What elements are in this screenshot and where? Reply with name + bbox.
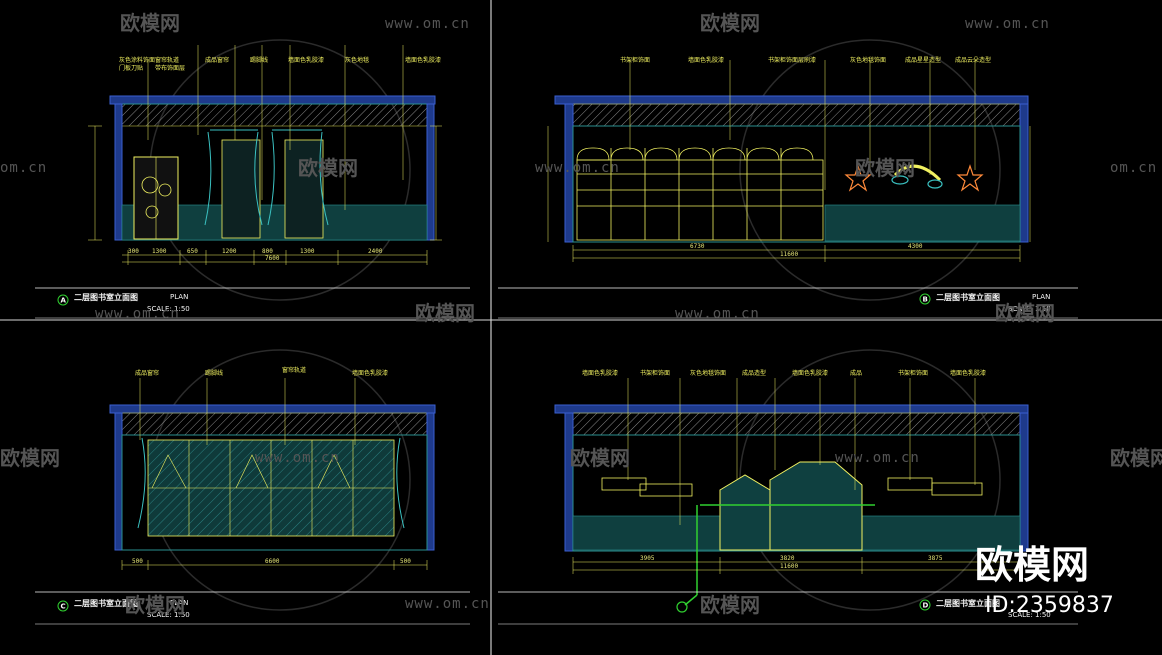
svg-text:踢脚线: 踢脚线 — [205, 369, 223, 377]
svg-text:灰色地毯饰面: 灰色地毯饰面 — [690, 369, 726, 377]
watermark-brand-8: 欧模网 — [570, 446, 630, 470]
watermark-brand-7: 欧模网 — [0, 446, 60, 470]
svg-text:书架柜饰面: 书架柜饰面 — [620, 56, 650, 64]
svg-text:窗帘轨道: 窗帘轨道 — [282, 366, 306, 374]
svg-text:书架柜饰面: 书架柜饰面 — [640, 369, 670, 377]
panel-a-dim-6: 1300 — [300, 248, 315, 255]
svg-text:成品: 成品 — [850, 369, 862, 377]
panel-d-dim-2: 3820 — [780, 555, 795, 562]
bookshelf-unit — [576, 147, 824, 241]
panel-d-dim-3: 3875 — [928, 555, 943, 562]
watermark-brand-6: 欧模网 — [995, 301, 1055, 325]
panel-a-dim-2: 1300 — [152, 248, 167, 255]
watermark-url-9: www.om.cn — [835, 450, 920, 466]
panel-b-total: 11600 — [780, 251, 798, 258]
panel-a-plan: PLAN — [170, 293, 188, 301]
svg-text:墙面色乳胶漆: 墙面色乳胶漆 — [792, 369, 828, 377]
panel-d-scale: SCALE: 1:50 — [1008, 611, 1051, 619]
svg-text:窗帘轨道: 窗帘轨道 — [155, 56, 179, 64]
svg-text:踢脚线: 踢脚线 — [250, 56, 268, 64]
watermark-brand-3: 欧模网 — [298, 156, 358, 180]
svg-text:带布饰面层: 带布饰面层 — [155, 64, 185, 72]
svg-text:墙面色乳胶漆: 墙面色乳胶漆 — [352, 369, 388, 377]
panel-a-dim-1: 300 — [128, 248, 139, 255]
panel-b-dim-1: 6730 — [690, 243, 705, 250]
watermark-url-7: www.om.cn — [675, 306, 760, 322]
watermark-url-8: www.om.cn — [255, 450, 340, 466]
panel-b-plan: PLAN — [1032, 293, 1050, 301]
panel-c-title: 二层图书室立面图 — [74, 598, 138, 608]
panel-a-dim-4: 1200 — [222, 248, 237, 255]
svg-text:门板刀贴: 门板刀贴 — [119, 64, 143, 72]
svg-text:成品窗帘: 成品窗帘 — [205, 56, 229, 64]
panel-b-letter: B — [923, 296, 928, 304]
watermark-brand-2: 欧模网 — [700, 11, 760, 35]
panel-d-letter: D — [923, 602, 929, 610]
watermark-brand-9: 欧模网 — [1110, 446, 1162, 470]
panel-a-elevation: 灰色涂料饰面门板刀贴 窗帘轨道带布饰面层 成品窗帘踢脚线 墙面色乳胶漆灰色地毯 … — [35, 45, 470, 319]
panel-a-dim-3: 650 — [187, 248, 198, 255]
panel-a-letter: A — [61, 297, 67, 305]
panel-d-total: 11600 — [780, 563, 798, 570]
watermark-url-10: www.om.cn — [405, 596, 490, 612]
panel-c-plan: PLAN — [170, 599, 188, 607]
panel-a-scale: SCALE: 1:50 — [147, 305, 190, 313]
svg-text:墙面色乳胶漆: 墙面色乳胶漆 — [405, 56, 441, 64]
watermark-url-2: www.om.cn — [965, 16, 1050, 32]
svg-text:成品造型: 成品造型 — [742, 369, 766, 377]
panel-a-dim-5: 800 — [262, 248, 273, 255]
svg-text:墙面色乳胶漆: 墙面色乳胶漆 — [688, 56, 724, 64]
svg-text:书架柜饰面: 书架柜饰面 — [898, 369, 928, 377]
watermark-url-5: om.cn — [1110, 160, 1157, 176]
watermark-brand-5: 欧模网 — [415, 301, 475, 325]
svg-text:书架柜饰面层刷漆: 书架柜饰面层刷漆 — [768, 56, 816, 64]
panel-b-dim-2: 4300 — [908, 243, 923, 250]
panel-c-dim-2: 6600 — [265, 558, 280, 565]
panel-d-title: 二层图书室立面图 — [936, 598, 1000, 608]
watermark-url-6: www.om.cn — [95, 306, 180, 322]
panel-b-title: 二层图书室立面图 — [936, 292, 1000, 302]
brand-overlay-name: 欧模网 — [975, 543, 1089, 587]
watermark-url-3: om.cn — [0, 160, 47, 176]
svg-text:成品窗帘: 成品窗帘 — [135, 369, 159, 377]
panel-b-scale: SCALE: 1:50 — [1008, 305, 1051, 313]
svg-text:成品星星造型: 成品星星造型 — [905, 56, 941, 64]
svg-text:成品云朵造型: 成品云朵造型 — [955, 56, 991, 64]
watermark-brand-11: 欧模网 — [700, 593, 760, 617]
panel-c-letter: C — [61, 603, 66, 611]
panel-c-dim-1: 500 — [132, 558, 143, 565]
watermarks: 欧模网 www.om.cn 欧模网 www.om.cn om.cn 欧模网 ww… — [0, 11, 1162, 617]
panel-a-total: 7600 — [265, 255, 280, 262]
watermark-brand-10: 欧模网 — [125, 593, 185, 617]
svg-text:墙面色乳胶漆: 墙面色乳胶漆 — [582, 369, 618, 377]
panel-c-scale: SCALE: 1:50 — [147, 611, 190, 619]
panel-b-elevation: 书架柜饰面墙面色乳胶漆 书架柜饰面层刷漆灰色地毯饰面 成品星星造型成品云朵造型 … — [498, 56, 1078, 319]
panel-c-dim-3: 500 — [400, 558, 411, 565]
panel-d-elevation: 墙面色乳胶漆 书架柜饰面 灰色地毯饰面 成品造型 墙面色乳胶漆 成品 书架柜饰面 墙面色… — [498, 369, 1078, 625]
svg-text:灰色涂料饰面: 灰色涂料饰面 — [119, 56, 155, 64]
panel-d-dim-1: 3905 — [640, 555, 655, 562]
svg-text:灰色地毯饰面: 灰色地毯饰面 — [850, 56, 886, 64]
svg-text:墙面色乳胶漆: 墙面色乳胶漆 — [288, 56, 324, 64]
panel-c-elevation: 成品窗帘 踢脚线 窗帘轨道 墙面色乳胶漆 500 6600 500 C 二层图书室立… — [35, 366, 470, 625]
svg-text:灰色地毯: 灰色地毯 — [345, 56, 369, 64]
brand-overlay-id: ID:2359837 — [985, 593, 1114, 618]
panel-a-dim-7: 2400 — [368, 248, 383, 255]
watermark-brand-1: 欧模网 — [120, 11, 180, 35]
svg-text:墙面色乳胶漆: 墙面色乳胶漆 — [950, 369, 986, 377]
panel-a-title: 二层图书室立面图 — [74, 292, 138, 302]
watermark-url-4: www.om.cn — [535, 160, 620, 176]
watermark-brand-4: 欧模网 — [855, 156, 915, 180]
watermark-url-1: www.om.cn — [385, 16, 470, 32]
